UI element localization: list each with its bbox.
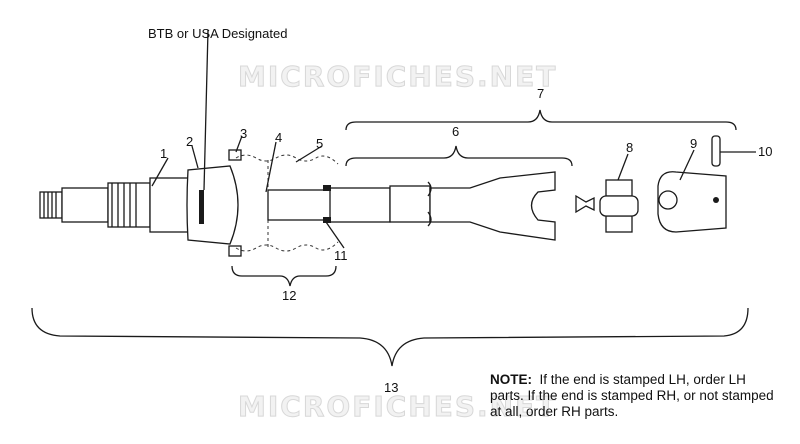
- callout-9: 9: [690, 136, 698, 151]
- watermark-top: MICROFICHES.NET: [237, 60, 558, 94]
- designation-label: BTB or USA Designated: [148, 26, 288, 41]
- callout-11: 11: [334, 248, 348, 263]
- cross-bearing: [575, 179, 639, 233]
- callout-5: 5: [316, 136, 324, 151]
- yoke: [657, 171, 727, 233]
- bracket-6: [345, 145, 573, 167]
- callout-8: 8: [626, 140, 634, 155]
- callout-12: 12: [282, 288, 297, 303]
- shaft-stub: [39, 177, 191, 233]
- cv-joint-housing: [186, 29, 239, 245]
- callout-13: 13: [384, 380, 399, 395]
- roll-pin: [711, 135, 721, 167]
- callout-7: 7: [537, 86, 545, 101]
- callout-4: 4: [275, 130, 283, 145]
- bracket-12: [231, 265, 337, 287]
- note-heading: NOTE:: [490, 372, 532, 387]
- yoke-shaft: [267, 171, 556, 241]
- clamp: [228, 149, 242, 257]
- callout-2: 2: [186, 134, 194, 149]
- callout-6: 6: [452, 124, 460, 139]
- note-block: NOTE: If the end is stamped LH, order LH…: [490, 372, 780, 420]
- note-text: If the end is stamped LH, order LH parts…: [490, 372, 774, 419]
- callout-3: 3: [240, 126, 248, 141]
- watermark-bottom: MICROFICHES.NET: [237, 390, 558, 424]
- bracket-13: [31, 307, 749, 367]
- bracket-7: [345, 109, 737, 131]
- callout-1: 1: [160, 146, 168, 161]
- callout-10: 10: [758, 144, 773, 159]
